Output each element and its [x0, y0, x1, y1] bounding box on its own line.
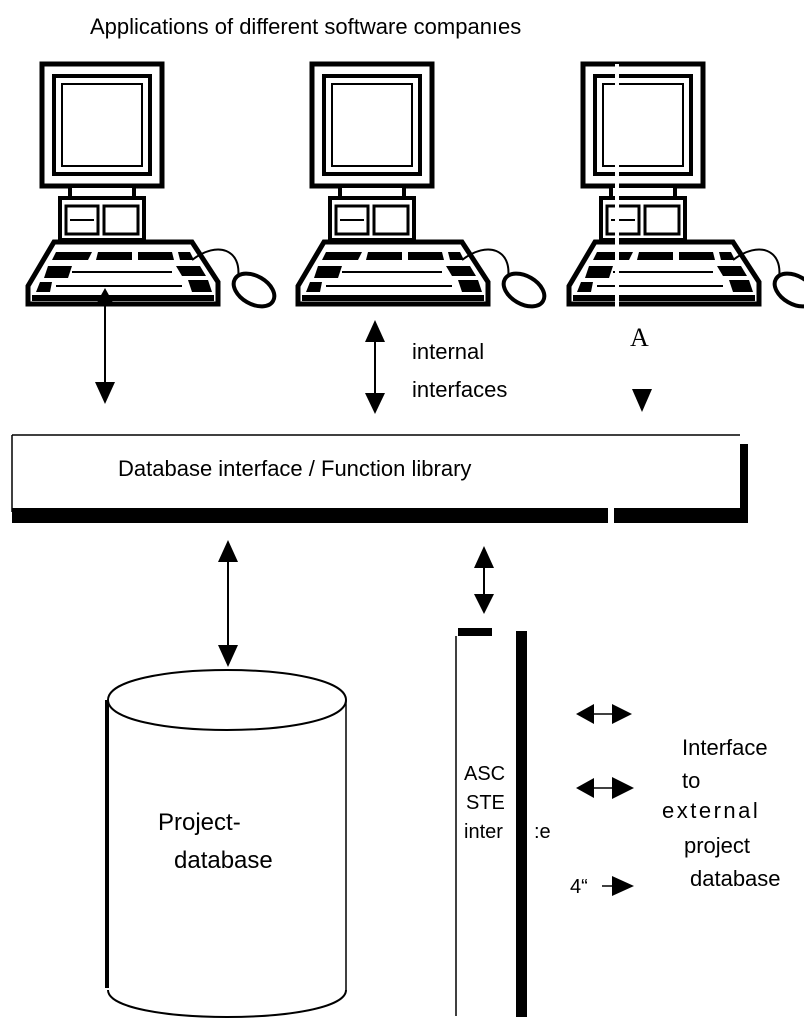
computer-workstation-icon-2: [298, 64, 550, 313]
double-arrow-icon-4: [218, 540, 238, 667]
internal-interfaces-label-line2: interfaces: [412, 377, 507, 402]
project-database-label-line1: Project-: [158, 809, 241, 836]
step-interface-label-line3: inter: [464, 821, 503, 843]
external-interface-label-line5: database: [690, 866, 781, 891]
external-interface-label-line1: Interface: [682, 735, 768, 760]
down-arrow-icon-3: [632, 389, 652, 412]
database-cylinder-icon: [105, 669, 347, 1018]
diagram-title: Applications of different software compa…: [90, 14, 521, 39]
function-library-box: [11, 434, 748, 523]
step-interface-box: [455, 628, 527, 1017]
double-arrow-icon-5: [474, 546, 494, 614]
arrow-label-a: A: [630, 323, 649, 352]
double-arrow-icon-1: [95, 288, 115, 404]
double-arrow-icon-2: [365, 320, 385, 414]
double-arrow-icon-7: [576, 777, 634, 799]
double-arrow-icon-6: [576, 704, 632, 724]
computer-workstation-icon-3: [569, 64, 804, 313]
external-interface-label-line4: project: [684, 833, 750, 858]
step-interface-label-line1: ASC: [464, 763, 505, 785]
step-interface-label-fragment: :e: [534, 821, 551, 843]
project-database-label-line2: database: [174, 847, 273, 874]
function-library-label: Database interface / Function library: [118, 456, 471, 481]
right-arrow-icon-8: [602, 876, 634, 896]
fragment-arrow-label: 4“: [570, 876, 588, 898]
external-interface-label-line2: to: [682, 768, 700, 793]
scan-gap: [615, 64, 619, 314]
internal-interfaces-label-line1: internal: [412, 339, 484, 364]
computer-workstation-icon-1: [28, 64, 280, 313]
step-interface-label-line2: STE: [466, 792, 505, 814]
external-interface-label-line3: external: [662, 798, 760, 823]
